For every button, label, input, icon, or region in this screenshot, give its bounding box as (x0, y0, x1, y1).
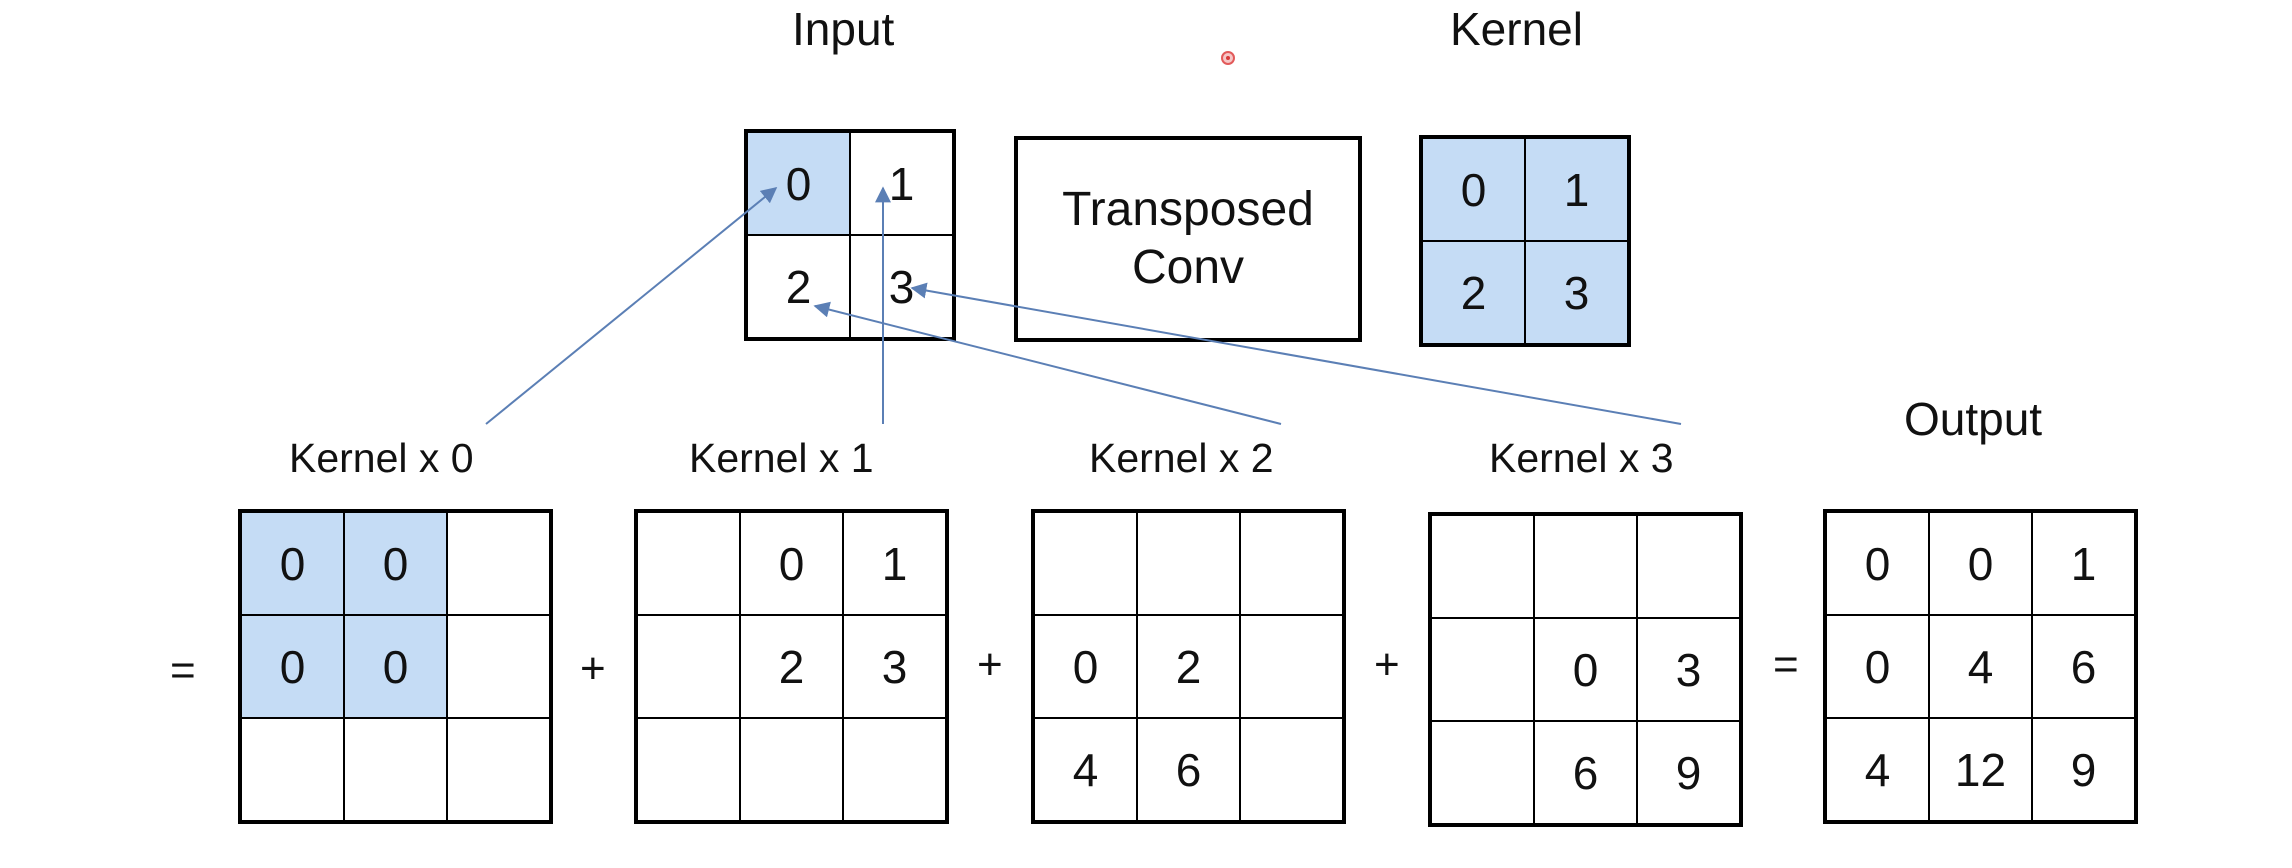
input-cell: 3 (850, 235, 953, 338)
partial-cell (1431, 618, 1534, 721)
partial-grid-2: 0 2 4 6 (1031, 509, 1346, 824)
kernel-grid: 0 1 2 3 (1419, 135, 1631, 347)
kernel-cell: 1 (1525, 138, 1628, 241)
partial-cell: 2 (1137, 615, 1240, 718)
equals-sign: = (170, 646, 196, 695)
partial-cell: 6 (1137, 718, 1240, 821)
partial-cell: 2 (740, 615, 843, 718)
kernel-cell: 3 (1525, 241, 1628, 344)
partial-grid-1: 0 1 2 3 (634, 509, 949, 824)
kernel-cell: 2 (1422, 241, 1525, 344)
partial-cell (1637, 515, 1740, 618)
output-cell: 6 (2032, 615, 2135, 718)
partial-cell: 0 (344, 512, 447, 615)
partial-cell (637, 615, 740, 718)
output-cell: 0 (1929, 512, 2032, 615)
partial-cell: 3 (843, 615, 946, 718)
output-cell: 1 (2032, 512, 2135, 615)
partial-cell: 3 (1637, 618, 1740, 721)
transposed-conv-line2: Conv (1131, 241, 1245, 294)
transposed-conv-box: Transposed Conv (1014, 136, 1362, 342)
input-grid: 0 1 2 3 (744, 129, 956, 341)
partial-cell: 4 (1034, 718, 1137, 821)
partial-cell (637, 512, 740, 615)
partial-cell (637, 718, 740, 821)
output-cell: 4 (1826, 718, 1929, 821)
partial-cell (1240, 718, 1343, 821)
partial-cell: 0 (241, 615, 344, 718)
partial-cell (344, 718, 447, 821)
kernel-title: Kernel (1450, 3, 1583, 55)
transposed-conv-line1: Transposed (1062, 183, 1314, 237)
partial-cell: 0 (241, 512, 344, 615)
partial-cell (843, 718, 946, 821)
plus-sign: + (1374, 640, 1400, 689)
input-title: Input (792, 3, 895, 55)
partial-cell: 9 (1637, 721, 1740, 824)
plus-sign: + (580, 644, 606, 693)
partial-cell: 0 (1534, 618, 1637, 721)
partial-cell (1431, 515, 1534, 618)
partial-cell (740, 718, 843, 821)
partial-cell (1431, 721, 1534, 824)
partial-cell: 0 (740, 512, 843, 615)
output-cell: 0 (1826, 512, 1929, 615)
output-title: Output (1904, 393, 2043, 445)
partial-cell (447, 615, 550, 718)
equals-sign: = (1773, 640, 1799, 689)
output-grid: 0 0 1 0 4 6 4 12 9 (1823, 509, 2138, 824)
partial-grid-3: 0 3 6 9 (1428, 512, 1743, 827)
output-cell: 9 (2032, 718, 2135, 821)
record-dot-icon (1221, 51, 1235, 65)
output-cell: 4 (1929, 615, 2032, 718)
arrow-kernel-x0 (485, 186, 778, 425)
input-cell: 2 (747, 235, 850, 338)
kernel-cell: 0 (1422, 138, 1525, 241)
partial-cell (241, 718, 344, 821)
partial-label-3: Kernel x 3 (1489, 435, 1674, 481)
input-cell: 0 (747, 132, 850, 235)
partial-cell (447, 718, 550, 821)
partial-cell: 6 (1534, 721, 1637, 824)
partial-cell (447, 512, 550, 615)
partial-cell: 0 (1034, 615, 1137, 718)
partial-cell (1240, 615, 1343, 718)
partial-cell: 0 (344, 615, 447, 718)
input-cell: 1 (850, 132, 953, 235)
partial-cell (1240, 512, 1343, 615)
partial-label-1: Kernel x 1 (689, 435, 874, 481)
output-cell: 0 (1826, 615, 1929, 718)
partial-cell (1034, 512, 1137, 615)
partial-cell (1137, 512, 1240, 615)
output-cell: 12 (1929, 718, 2032, 821)
plus-sign: + (977, 640, 1003, 689)
partial-cell (1534, 515, 1637, 618)
partial-grid-0: 0 0 0 0 (238, 509, 553, 824)
partial-label-2: Kernel x 2 (1089, 435, 1274, 481)
partial-cell: 1 (843, 512, 946, 615)
partial-label-0: Kernel x 0 (289, 435, 474, 481)
